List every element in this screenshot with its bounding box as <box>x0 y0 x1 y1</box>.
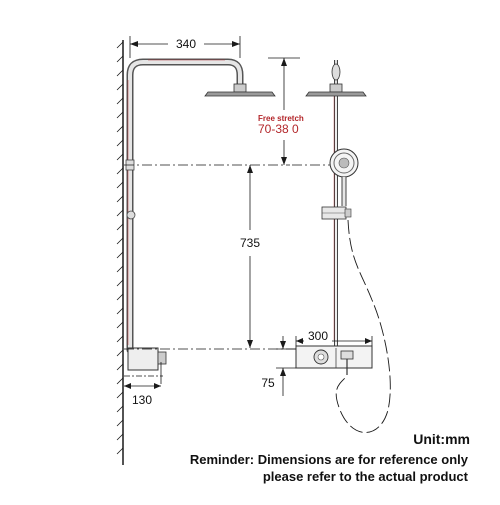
side-shower-head <box>204 83 276 97</box>
mixer-offset-label: 75 <box>261 376 275 390</box>
free-stretch-label: Free stretch <box>258 114 304 123</box>
side-mixer-body <box>127 347 167 371</box>
side-riser-pipe <box>125 58 244 354</box>
shelf-width-label: 300 <box>308 329 328 343</box>
bar-height-dimension: 735 <box>240 165 260 348</box>
hand-shower <box>321 148 359 220</box>
wall-depth-label: 130 <box>132 393 152 407</box>
wall-depth-dimension: 130 <box>124 362 163 407</box>
hose <box>335 219 391 433</box>
unit-note: Unit:mm <box>413 431 470 447</box>
arm-reach-label: 340 <box>176 37 196 51</box>
thermostatic-shelf <box>295 345 373 375</box>
wall <box>116 40 124 465</box>
reminder-line-1: Reminder: Dimensions are for reference o… <box>190 452 469 467</box>
front-riser-rail <box>331 60 341 346</box>
reminder-line-2: please refer to the actual product <box>263 469 469 484</box>
front-shower-head <box>305 83 367 97</box>
free-stretch-range: 70-38 0 <box>258 122 299 136</box>
bar-height-label: 735 <box>240 236 260 250</box>
shelf-width-dimension: 300 <box>295 329 373 346</box>
mixer-offset-dimension: 75 <box>261 336 296 396</box>
arm-reach-dimension: 340 <box>129 36 241 58</box>
free-stretch-dimension: Free stretch 70-38 0 <box>258 57 304 165</box>
